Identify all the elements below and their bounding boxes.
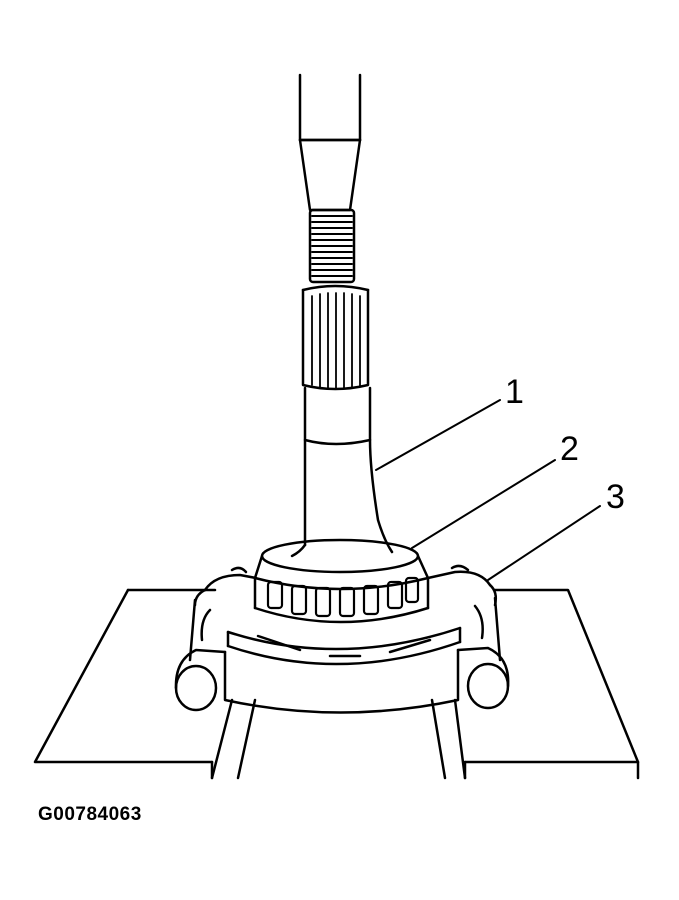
tapered-roller-bearing xyxy=(253,538,430,624)
figure-code: G00784063 xyxy=(38,804,142,825)
leader-1 xyxy=(375,399,501,471)
shaft-threads xyxy=(308,208,356,284)
shaft-splines xyxy=(301,284,370,391)
leader-2 xyxy=(411,459,556,549)
leader-3 xyxy=(487,505,601,581)
press-base-plate xyxy=(33,588,640,780)
callout-2: 2 xyxy=(560,430,579,468)
callout-1: 1 xyxy=(505,373,524,411)
bearing-splitter xyxy=(174,564,510,714)
axle-shaft xyxy=(290,386,394,558)
callout-3: 3 xyxy=(606,478,625,516)
callout-leaders xyxy=(375,399,601,581)
press-ram xyxy=(298,73,362,212)
